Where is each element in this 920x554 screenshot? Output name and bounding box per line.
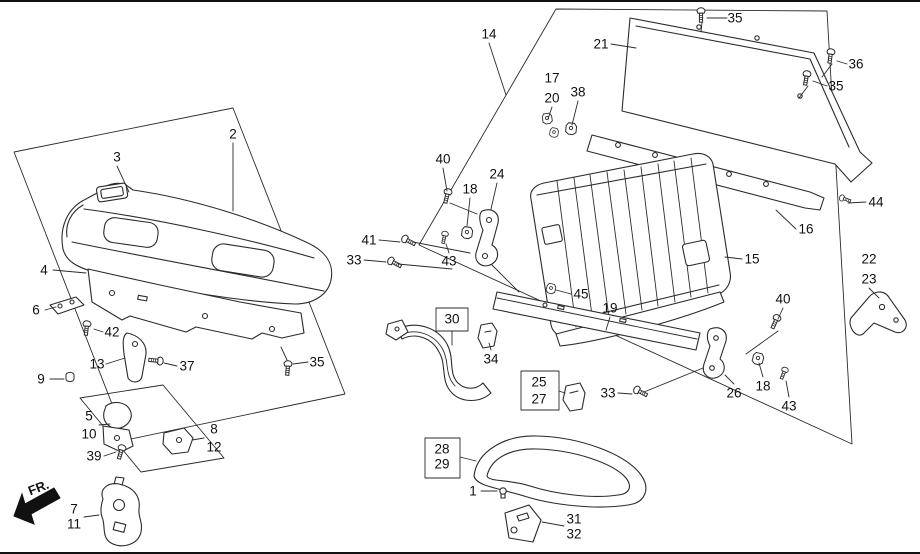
belt-anchor-31-32-drawing: [504, 504, 542, 543]
part-number-label: 1: [469, 483, 477, 499]
part-number-label: 28: [434, 441, 450, 457]
clip-18-icon: [460, 225, 474, 240]
rear-panel-drawing: [621, 17, 873, 183]
part-number-label: 5: [85, 408, 93, 424]
part-number-label: 33: [346, 252, 362, 268]
part-number-label: 44: [868, 194, 884, 210]
part-number-label: 18: [755, 378, 771, 394]
part-number-label: 12: [206, 439, 222, 455]
part-number-label: 26: [726, 385, 742, 401]
clip-20-icon: [548, 126, 560, 139]
buckle-34-drawing: [477, 322, 498, 349]
clip-17-icon: [541, 112, 554, 125]
part-number-label: 45: [573, 286, 589, 302]
part-number-label: 21: [593, 36, 609, 52]
assembly-enclosure-right: [418, 8, 853, 445]
part-number-label: 37: [179, 358, 195, 374]
part-number-label: 35: [309, 354, 325, 370]
part-number-label: 22: [861, 251, 877, 267]
part-number-label: 6: [32, 302, 40, 318]
part-number-label: 27: [531, 391, 547, 407]
part-number-label: 20: [544, 90, 560, 106]
screw-43-icon: [777, 365, 790, 381]
part-number-label: 32: [566, 526, 582, 542]
bolt-35-icon: [282, 360, 293, 376]
latch-7-11-drawing: [100, 476, 142, 547]
part-number-label: 43: [441, 253, 457, 269]
bracket-26-drawing: [702, 327, 727, 379]
part-number-label: 15: [744, 251, 760, 267]
part-number-label: 23: [861, 271, 877, 287]
part-number-label: 30: [444, 311, 460, 327]
part-number-label: 40: [435, 151, 451, 167]
part-number-label: 3: [113, 149, 121, 165]
bolt-33-icon: [631, 384, 650, 400]
hinge-5-10-drawing: [102, 401, 134, 453]
clip-38-icon: [564, 122, 578, 136]
part-number-label: 14: [481, 26, 497, 42]
part-number-label: 34: [483, 351, 499, 367]
bracket-6-drawing: [49, 296, 85, 315]
bracket-8-12-drawing: [162, 427, 194, 455]
part-number-label: 39: [86, 448, 102, 464]
part-number-label: 25: [531, 374, 547, 390]
protector-strip-drawing: [492, 291, 701, 351]
part-number-label: 9: [37, 371, 45, 387]
clip-18-icon: [751, 351, 765, 367]
bolt-35-icon: [696, 7, 706, 23]
part-number-label: 2: [229, 126, 237, 142]
part-number-label: 18: [462, 181, 478, 197]
bolt-37-icon: [147, 355, 165, 366]
leader-lines: [44, 17, 880, 527]
part-number-label: 36: [848, 56, 864, 72]
buckle-25-27-drawing: [562, 382, 586, 412]
screw-43-icon: [439, 230, 450, 245]
seat-frame-drawing: [87, 268, 305, 340]
seat-back-drawing: [530, 152, 731, 347]
bracket-24-drawing: [475, 209, 499, 267]
bolt-33-icon: [385, 255, 404, 271]
seat-belt-loop-drawing: [473, 435, 647, 508]
nut-9-icon: [65, 371, 75, 383]
part-number-label: 38: [570, 84, 586, 100]
bracket-13-drawing: [122, 332, 147, 383]
part-number-label: 7: [70, 501, 78, 517]
part-number-label: 41: [361, 232, 377, 248]
part-number-label: 4: [40, 262, 48, 278]
part-number-label: 35: [727, 10, 743, 26]
bolt-36-icon: [824, 47, 836, 65]
part-number-label: 35: [828, 78, 844, 94]
part-number-label: 17: [544, 70, 560, 86]
part-number-label: 43: [781, 398, 797, 414]
part-number-label: 19: [602, 300, 618, 316]
part-number-label: 24: [489, 166, 505, 182]
bolt-40-icon: [768, 312, 783, 331]
bolt-41-icon: [399, 233, 418, 249]
grommet-1-drawing: [499, 487, 507, 499]
bracket-22-23-drawing: [849, 291, 907, 336]
part-number-label: 42: [104, 324, 120, 340]
part-number-label: 13: [89, 356, 105, 372]
part-number-label: 31: [566, 511, 582, 527]
part-number-label: 29: [434, 456, 450, 472]
bolt-42-icon: [81, 319, 92, 337]
part-number-label: 10: [81, 426, 97, 442]
seat-belt-strap-drawing: [385, 319, 492, 402]
part-number-label: 40: [775, 291, 791, 307]
fr-arrow-icon: [13, 487, 61, 525]
part-number-label: 16: [798, 221, 814, 237]
part-number-label: 33: [600, 385, 616, 401]
part-number-label: 11: [66, 516, 82, 532]
part-number-label: 8: [210, 421, 218, 437]
